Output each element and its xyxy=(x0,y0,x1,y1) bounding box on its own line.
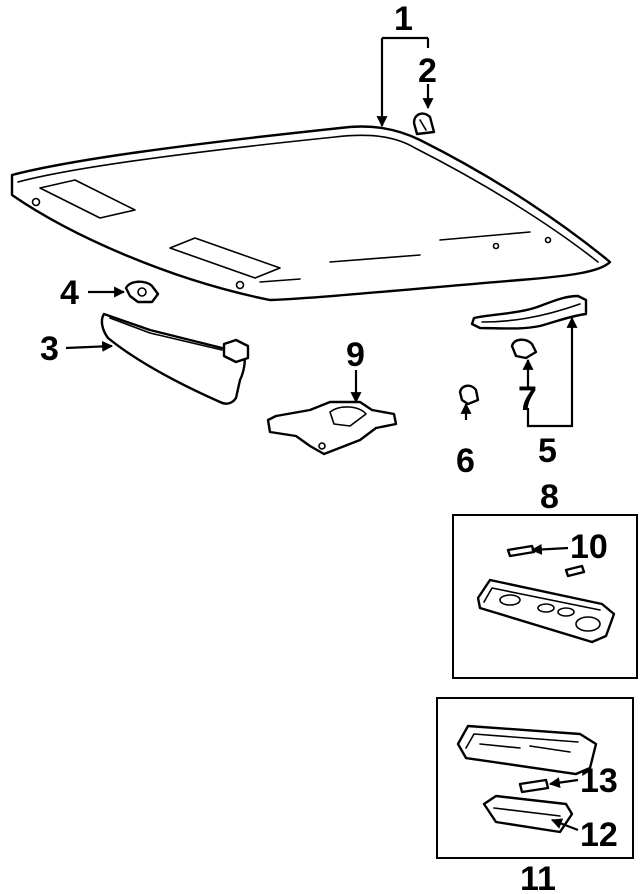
sun-visor-part xyxy=(100,312,250,405)
callout-1: 1 xyxy=(394,0,413,38)
callout-10: 10 xyxy=(570,528,608,566)
callout-8: 8 xyxy=(540,478,559,516)
callout-12: 12 xyxy=(580,816,618,854)
bracket-plate-part-9 xyxy=(266,400,398,456)
lens-part-12 xyxy=(482,794,574,834)
callout-2: 2 xyxy=(418,52,437,90)
headliner-part xyxy=(10,125,612,302)
dome-lamp-part-8 xyxy=(476,578,616,644)
clip-part-6 xyxy=(458,384,480,406)
map-lamp-part-11 xyxy=(456,724,598,776)
callout-7: 7 xyxy=(518,380,537,418)
callout-9: 9 xyxy=(346,336,365,374)
callout-11: 11 xyxy=(520,860,556,894)
callout-3: 3 xyxy=(40,330,59,368)
bulb-part-13 xyxy=(518,778,550,794)
rear-trim-part-5 xyxy=(470,294,588,330)
callout-13: 13 xyxy=(580,762,618,800)
callout-6: 6 xyxy=(456,442,475,480)
visor-clip-part-4 xyxy=(124,280,160,304)
map-lamp-box xyxy=(436,697,634,859)
clip-part-7 xyxy=(510,338,538,360)
callout-4: 4 xyxy=(60,274,79,312)
callout-5: 5 xyxy=(538,432,557,470)
leader-lines xyxy=(65,36,579,832)
clip-part-2 xyxy=(412,112,436,136)
dome-lamp-box xyxy=(452,514,638,679)
